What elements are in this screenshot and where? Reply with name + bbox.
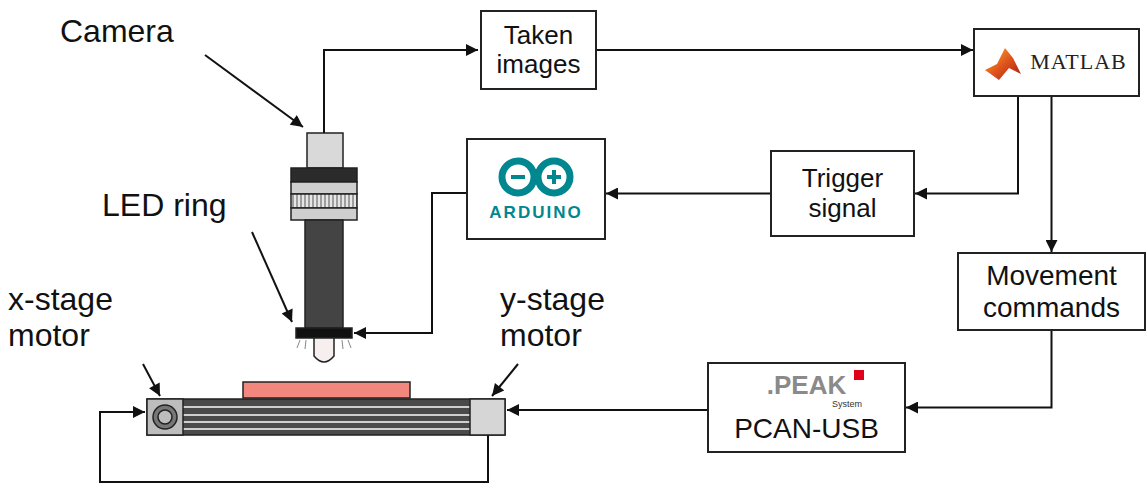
y-motor: [470, 399, 505, 435]
leader-lines: [143, 55, 518, 396]
matlab-logo: [983, 44, 1023, 84]
x-motor: [147, 399, 183, 435]
box-text: ARDUINO: [489, 203, 582, 222]
box-text: Taken images: [490, 21, 587, 79]
camera: [291, 133, 357, 362]
led-ring: [296, 328, 352, 338]
box-text: Trigger signal: [780, 164, 905, 222]
wires: [100, 50, 707, 482]
data-box: Movement commands: [957, 252, 1146, 331]
part-label: Camera: [60, 14, 220, 50]
data-box: Trigger signal: [770, 150, 915, 237]
controller-box: ARDUINO: [466, 138, 606, 240]
interface-box: .PEAKSystemPCAN-USB: [707, 362, 906, 453]
data-box: Taken images: [480, 10, 597, 90]
box-text: MATLAB: [986, 50, 1126, 75]
xy-stage: [147, 382, 505, 435]
flow-arrow: [1051, 97, 1053, 252]
peak-square: [854, 370, 864, 380]
light-rays: [297, 340, 351, 349]
box-text: .PEAK: [767, 371, 846, 400]
part-label: LED ring: [102, 188, 272, 224]
part-label: x-stage motor: [8, 282, 168, 354]
matlab-membrane: [985, 48, 1021, 80]
flow-arrow: [606, 193, 770, 195]
flow-arrow: [597, 49, 973, 51]
flow-arrow: [906, 331, 1052, 408]
box-text: Movement commands: [967, 260, 1136, 323]
software-box: MATLAB: [973, 28, 1140, 97]
box-subtext: PCAN-USB: [734, 413, 879, 444]
flow-arrow: [915, 97, 1018, 194]
box-subtext: System: [832, 400, 862, 409]
arduino-logo: [496, 155, 576, 199]
part-label: y-stage motor: [500, 282, 660, 354]
